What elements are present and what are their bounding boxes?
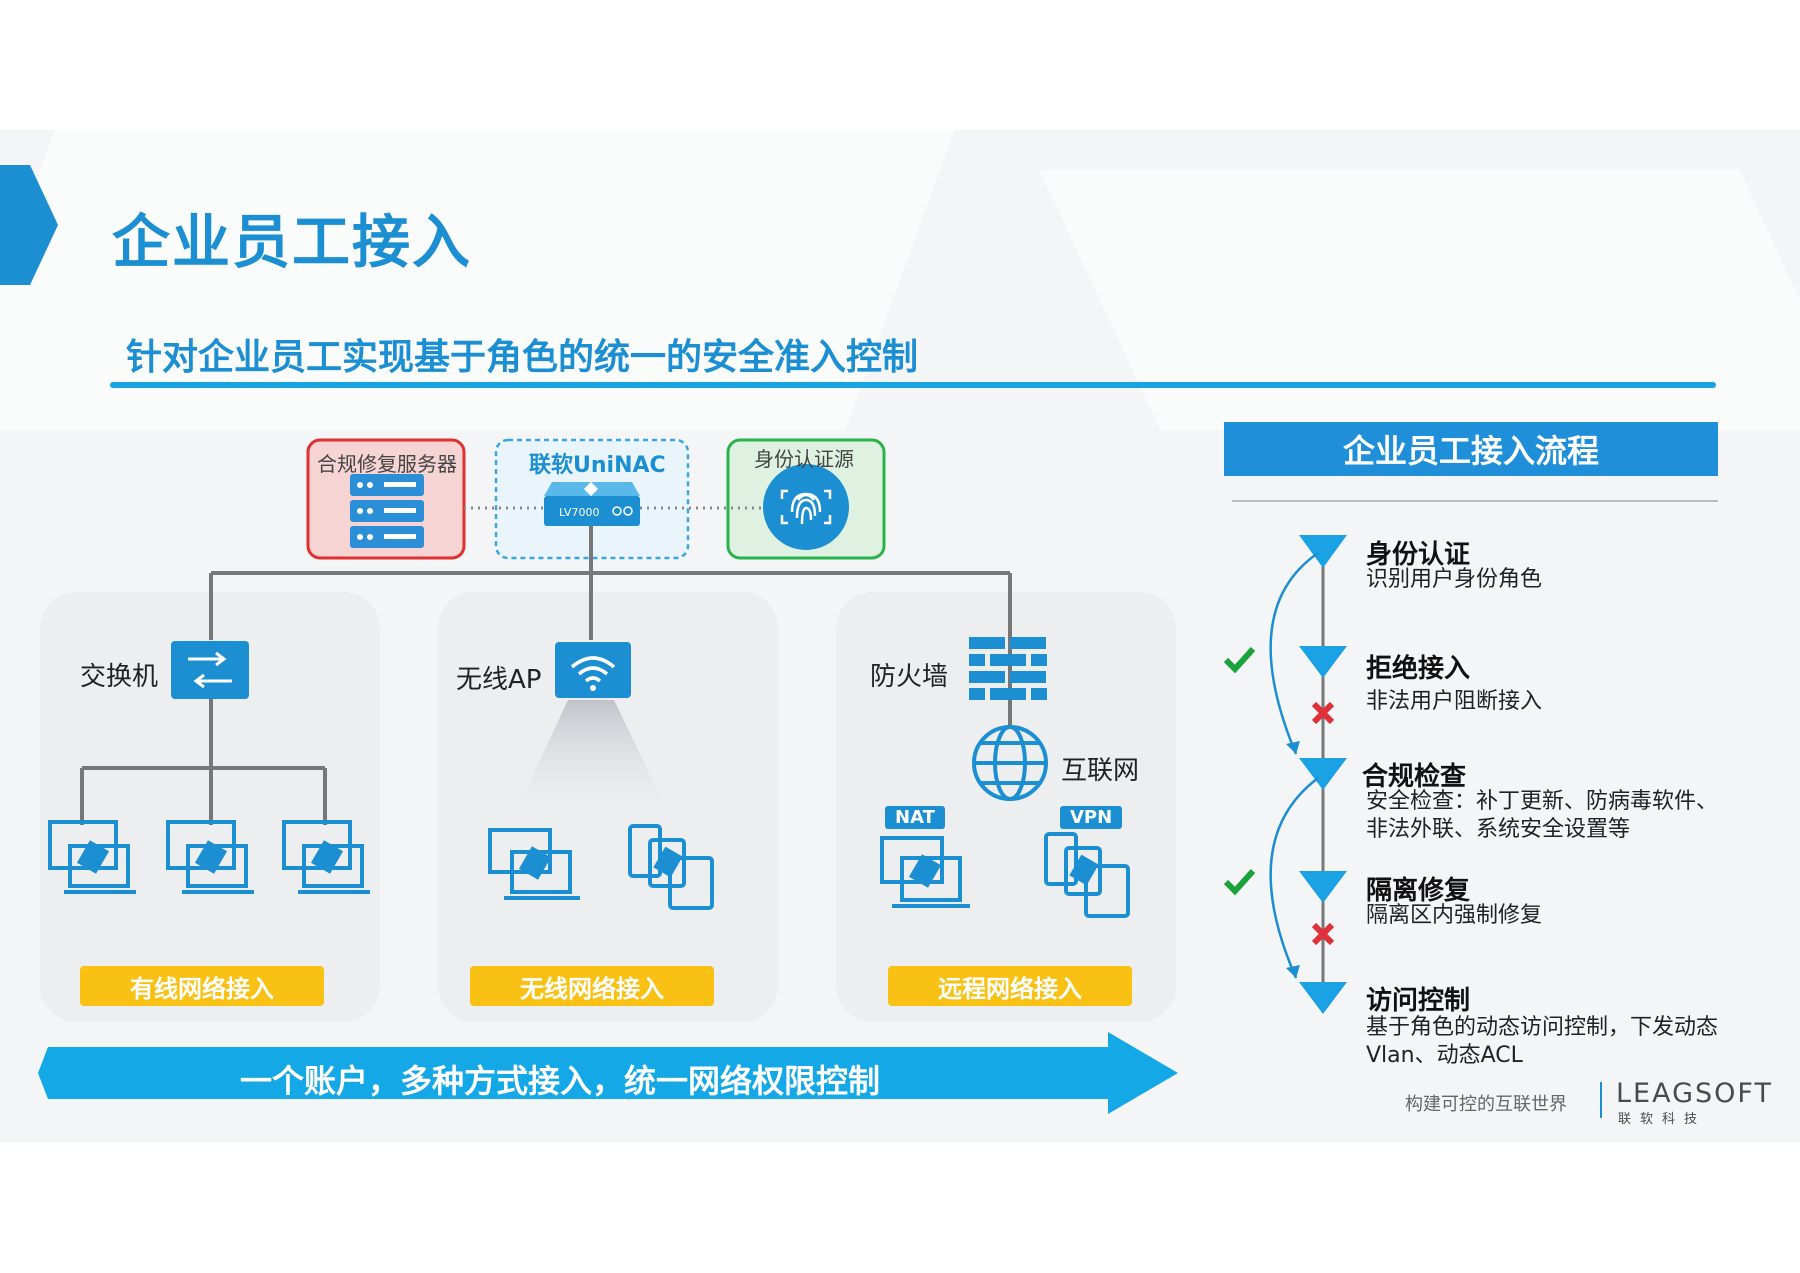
uninac-label: 联软UniNAC bbox=[529, 453, 666, 478]
wireless-ap-label: 无线AP bbox=[456, 665, 542, 695]
flow-divider bbox=[1232, 500, 1718, 502]
firewall-icon bbox=[969, 637, 1047, 700]
vpn-badge: VPN bbox=[1060, 806, 1123, 829]
wired-access-button: 有线网络接入 bbox=[80, 966, 324, 1006]
title-tab-arrow bbox=[0, 165, 58, 285]
step-desc: 非法用户阻断接入 bbox=[1366, 689, 1543, 714]
server-icon bbox=[350, 474, 424, 548]
cross-icon bbox=[1311, 701, 1335, 725]
logo-separator bbox=[1600, 1082, 1602, 1118]
laptop-icon bbox=[880, 836, 970, 908]
mobile-devices-icon bbox=[628, 824, 714, 910]
footer-slogan: 构建可控的互联世界 bbox=[1405, 1094, 1567, 1115]
step-title: 拒绝接入 bbox=[1366, 654, 1471, 684]
step-desc: 非法外联、系统安全设置等 bbox=[1366, 817, 1631, 842]
remote-access-button: 远程网络接入 bbox=[888, 966, 1132, 1006]
remediation-server-box bbox=[306, 438, 466, 560]
switch-label: 交换机 bbox=[80, 662, 159, 692]
internet-label: 互联网 bbox=[1061, 756, 1140, 786]
uninac-appliance-icon bbox=[544, 481, 640, 526]
step-desc: 基于角色的动态访问控制，下发动态 bbox=[1366, 1015, 1719, 1040]
step-desc: Vlan、动态ACL bbox=[1366, 1043, 1523, 1068]
remediation-server-label: 合规修复服务器 bbox=[317, 452, 457, 476]
check-icon bbox=[1223, 646, 1256, 674]
step-title: 身份认证 bbox=[1366, 540, 1471, 570]
subtitle-underline bbox=[110, 382, 1716, 388]
mobile-devices-icon bbox=[1044, 832, 1130, 918]
firewall-label: 防火墙 bbox=[870, 662, 949, 692]
step-desc: 隔离区内强制修复 bbox=[1366, 903, 1543, 928]
step-desc: 安全检查：补丁更新、防病毒软件、 bbox=[1366, 789, 1719, 814]
check-icon bbox=[1223, 868, 1256, 896]
globe-icon bbox=[972, 725, 1048, 801]
device-model-label: LV7000 bbox=[559, 506, 600, 519]
laptop-icon bbox=[166, 820, 254, 894]
step-title: 合规检查 bbox=[1362, 762, 1467, 792]
identity-source-label: 身份认证源 bbox=[754, 447, 854, 471]
fingerprint-icon bbox=[763, 464, 849, 550]
wireless-access-button: 无线网络接入 bbox=[470, 966, 714, 1006]
page-title: 企业员工接入 bbox=[112, 208, 473, 276]
step-title: 访问控制 bbox=[1366, 986, 1471, 1016]
switch-icon bbox=[171, 641, 249, 699]
laptop-icon bbox=[48, 820, 136, 894]
wifi-icon bbox=[555, 642, 631, 698]
step-title: 隔离修复 bbox=[1366, 876, 1471, 906]
page-subtitle: 针对企业员工实现基于角色的统一的安全准入控制 bbox=[126, 337, 919, 378]
company-logo: LEAGSOFT bbox=[1616, 1078, 1773, 1109]
flow-markers bbox=[1299, 535, 1347, 1014]
nat-badge: NAT bbox=[885, 806, 945, 829]
cross-icon bbox=[1311, 922, 1335, 946]
banner-arrow bbox=[38, 1032, 1178, 1114]
company-logo-sub: 联软科技 bbox=[1618, 1112, 1707, 1127]
laptop-icon bbox=[488, 828, 580, 900]
laptop-icon bbox=[282, 820, 370, 894]
flow-header: 企业员工接入流程 bbox=[1224, 422, 1718, 476]
step-desc: 识别用户身份角色 bbox=[1366, 567, 1543, 592]
bottom-banner-text: 一个账户，多种方式接入，统一网络权限控制 bbox=[240, 1062, 881, 1100]
